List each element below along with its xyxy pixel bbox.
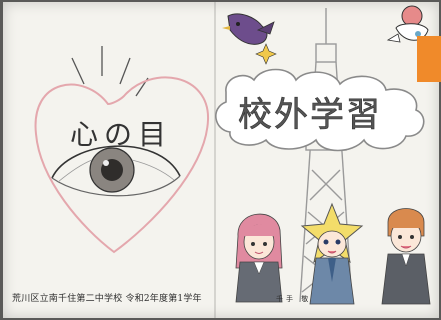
- title-cloud: [215, 68, 425, 152]
- eye-icon: [51, 145, 181, 197]
- girl-character: [235, 213, 283, 303]
- paper-fold: [214, 2, 216, 318]
- bird-icon: [222, 13, 275, 45]
- paper-sheet: [3, 2, 439, 318]
- star-character-icon: [300, 202, 364, 305]
- heart-title: 心の目: [70, 118, 172, 151]
- name-signature: 千手 敬: [276, 295, 312, 303]
- heart-outline: [34, 76, 210, 254]
- school-signature: 荒川区立南千住第二中学校 令和2年度第1学年: [12, 294, 202, 304]
- heart-rays: [71, 46, 149, 97]
- orange-corner-tab: [417, 36, 441, 82]
- sparkle-icon: [255, 43, 277, 65]
- cloud-title: 校外学習: [238, 95, 382, 135]
- boy-character: [381, 208, 431, 305]
